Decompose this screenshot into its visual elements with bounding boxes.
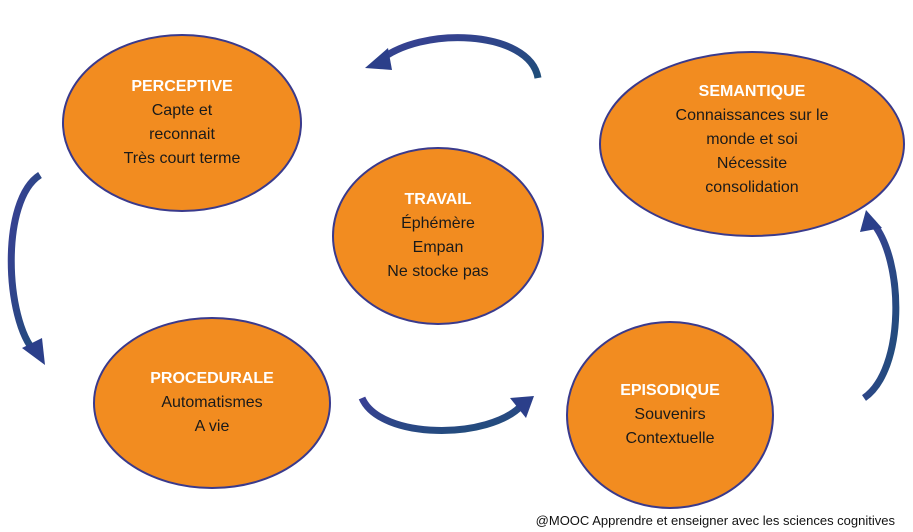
node-line: Contextuelle (625, 430, 715, 447)
node-perceptive: PERCEPTIVE Capte et reconnait Très court… (63, 35, 301, 211)
arrowhead-left (22, 338, 45, 365)
node-semantique: SEMANTIQUE Connaissances sur le monde et… (600, 48, 904, 232)
node-line: monde et soi (706, 131, 798, 148)
ellipse-travail (332, 147, 544, 325)
ellipse-perceptive (62, 34, 302, 212)
node-line: Éphémère (401, 215, 475, 232)
node-line: Connaissances sur le (675, 107, 829, 124)
node-title: PERCEPTIVE (131, 78, 233, 95)
node-title: PROCEDURALE (150, 370, 274, 387)
arrowhead-right (860, 210, 882, 232)
node-line: Nécessite (716, 155, 788, 172)
credit-text: @MOOC Apprendre et enseigner avec les sc… (535, 513, 895, 528)
arrow-right (861, 219, 900, 401)
node-line: Très court terme (123, 150, 241, 167)
node-episodique: EPISODIQUE Souvenirs Contextuelle (567, 322, 773, 508)
node-title: SEMANTIQUE (698, 83, 806, 100)
node-line: Empan (412, 239, 464, 256)
arrowhead-bottom (510, 396, 534, 418)
node-title: TRAVAIL (404, 191, 472, 208)
arrow-top (375, 34, 542, 79)
node-procedurale: PROCEDURALE Automatismes A vie (94, 318, 330, 488)
ellipse-episodique (566, 321, 774, 509)
node-line: Capte et (151, 102, 213, 119)
node-travail: TRAVAIL Éphémère Empan Ne stocke pas (333, 148, 543, 324)
arrow-left (7, 172, 43, 355)
node-line: Souvenirs (634, 406, 706, 423)
node-line: Ne stocke pas (387, 263, 489, 280)
node-line: consolidation (705, 179, 799, 196)
node-line: Automatismes (161, 394, 263, 411)
node-line: reconnait (149, 126, 215, 143)
node-title: EPISODIQUE (620, 382, 720, 399)
ellipse-semantique (599, 51, 905, 237)
node-line: A vie (194, 418, 230, 435)
arrowhead-top (365, 48, 392, 70)
arrow-bottom (358, 396, 525, 434)
ellipse-procedurale (93, 317, 331, 489)
